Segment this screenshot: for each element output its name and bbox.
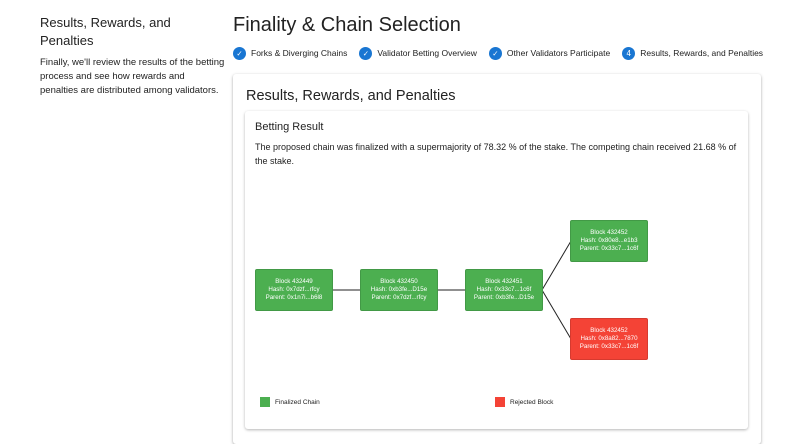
results-card: Results, Rewards, and Penalties Betting …	[233, 74, 761, 444]
step-forks[interactable]: ✓ Forks & Diverging Chains	[233, 46, 348, 60]
card-title: Results, Rewards, and Penalties	[246, 88, 456, 104]
legend-label: Finalized Chain	[275, 398, 320, 406]
block-parent: Parent: 0x33c7...1c6f	[579, 343, 639, 350]
block-hash: Hash: 0xb3fe...D15e	[370, 286, 428, 293]
block-name: Block 432452	[590, 229, 628, 236]
betting-result-title: Betting Result	[255, 121, 324, 133]
check-icon: ✓	[488, 46, 502, 60]
step-label: Results, Rewards, and Penalties	[640, 48, 764, 58]
sidebar-title: Results, Rewards, and Penalties	[40, 15, 171, 48]
step-label: Validator Betting Overview	[377, 48, 477, 58]
main-content: Finality & Chain Selection ✓ Forks & Div…	[233, 12, 764, 444]
block-name: Block 432449	[275, 278, 313, 285]
page-title: Finality & Chain Selection	[233, 14, 461, 36]
step-validator-betting[interactable]: ✓ Validator Betting Overview	[359, 46, 477, 60]
step-label: Other Validators Participate	[506, 48, 611, 58]
check-icon: ✓	[233, 46, 246, 60]
block-node[interactable]: Block 432449 Hash: 0x7dzf...rfcy Parent:…	[255, 269, 333, 311]
block-node[interactable]: Block 432450 Hash: 0xb3fe...D15e Parent:…	[360, 269, 438, 311]
sidebar-description: Finally, we'll review the results of the…	[40, 57, 225, 96]
block-hash: Hash: 0x8a82...7870	[580, 335, 638, 342]
block-parent: Parent: 0x1n7i...b6l8	[265, 294, 323, 301]
block-parent: Parent: 0x33c7...1c6f	[579, 245, 639, 252]
stepper: ✓ Forks & Diverging Chains ✓ Validator B…	[233, 44, 764, 62]
block-node-rejected[interactable]: Block 432452 Hash: 0x8a82...7870 Parent:…	[570, 318, 648, 360]
step-label: Forks & Diverging Chains	[251, 48, 348, 58]
block-parent: Parent: 0x7dzf...rfcy	[371, 294, 427, 301]
chain-connectors	[332, 240, 572, 340]
block-hash: Hash: 0x80e8...e1b3	[580, 237, 638, 244]
block-node[interactable]: Block 432452 Hash: 0x80e8...e1b3 Parent:…	[570, 220, 648, 262]
block-name: Block 432451	[485, 278, 523, 285]
betting-result-panel: Betting Result The proposed chain was fi…	[245, 111, 748, 429]
block-node[interactable]: Block 432451 Hash: 0x33c7...1c6f Parent:…	[465, 269, 543, 311]
step-number-icon: 4	[622, 46, 636, 60]
legend-swatch	[495, 397, 505, 407]
sidebar: Results, Rewards, and Penalties Finally,…	[40, 14, 225, 98]
block-hash: Hash: 0x7dzf...rfcy	[268, 286, 320, 293]
legend-rejected: Rejected Block	[495, 397, 553, 407]
block-hash: Hash: 0x33c7...1c6f	[476, 286, 532, 293]
connector-line	[541, 240, 572, 291]
block-parent: Parent: 0xb3fe...D15e	[473, 294, 535, 301]
legend-finalized: Finalized Chain	[260, 397, 320, 407]
step-other-validators[interactable]: ✓ Other Validators Participate	[488, 46, 611, 60]
betting-result-text: The proposed chain was finalized with a …	[255, 142, 737, 166]
check-icon: ✓	[359, 46, 373, 60]
block-name: Block 432450	[380, 278, 418, 285]
legend-label: Rejected Block	[510, 398, 554, 406]
connector-line	[541, 289, 572, 340]
step-results[interactable]: 4 Results, Rewards, and Penalties	[622, 46, 764, 60]
block-name: Block 432452	[590, 327, 628, 334]
legend-swatch	[260, 397, 270, 407]
